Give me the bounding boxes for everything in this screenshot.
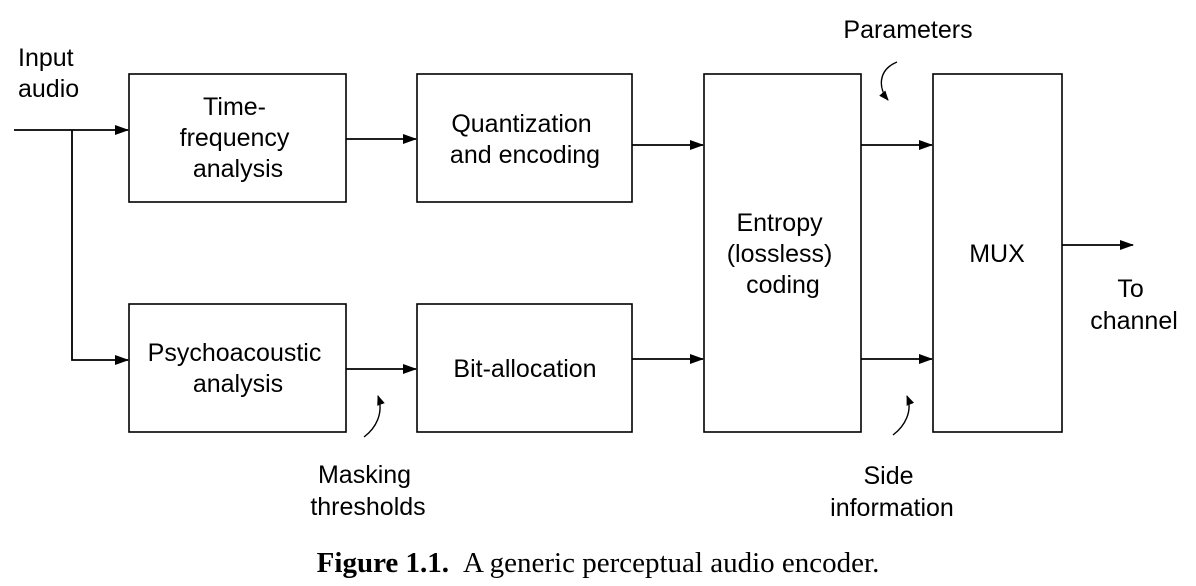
bit-allocation-box [416, 303, 633, 433]
input-branch-arrow [71, 130, 129, 365]
psychoacoustic-box [128, 303, 347, 433]
quantization-box [416, 73, 633, 203]
masking-thresholds-label: Masking thresholds [310, 461, 425, 521]
entropy-coding-label: Entropy (lossless) coding [727, 209, 840, 299]
side-information-label: Side information [830, 462, 954, 522]
masking-pointer-arrow [363, 395, 385, 438]
psychoacoustic-label: Psychoacoustic analysis [148, 339, 329, 398]
to-channel-label: To channel [1090, 275, 1178, 335]
figure-caption: Figure 1.1. A generic perceptual audio e… [317, 547, 880, 579]
figure-number: Figure 1.1. [317, 547, 449, 579]
mux-box [932, 73, 1063, 433]
parameters-label: Parameters [843, 16, 972, 44]
parameters-pointer-arrow [879, 61, 898, 101]
figure-caption-text: A generic perceptual audio encoder. [463, 547, 879, 579]
mux-label: MUX [969, 240, 1025, 268]
time-frequency-box [128, 73, 347, 203]
input-audio-label: Input audio [18, 44, 81, 103]
entropy-coding-box [703, 73, 862, 433]
bit-allocation-label: Bit-allocation [453, 355, 596, 383]
side-info-pointer-arrow [892, 395, 915, 436]
quantization-label: Quantization and encoding [450, 110, 600, 169]
time-frequency-label: Time- frequency analysis [180, 93, 297, 183]
